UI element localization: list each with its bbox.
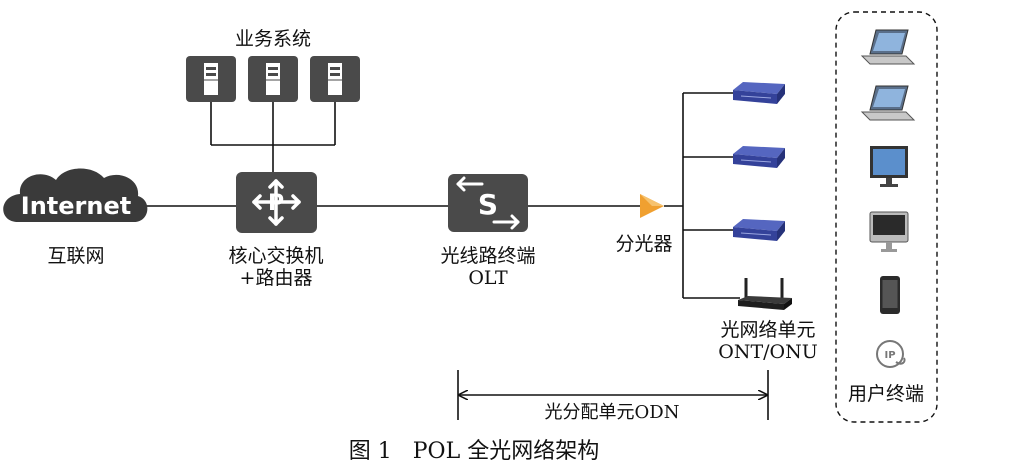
server-icon [248,56,298,102]
olt-label-line1: 光线路终端 [440,245,535,267]
internet-label: 互联网 [47,245,104,267]
business-systems-label: 业务系统 [235,28,311,50]
internet-cloud-icon: Internet [3,168,148,222]
server-icon [186,56,236,102]
core-switch-label-line2: +路由器 [240,267,313,289]
svg-text:S: S [478,188,498,221]
optical-splitter-icon [640,194,664,218]
user-terminals-box [835,11,938,423]
user-terminals-label: 用户终端 [848,383,924,405]
ip-phone-icon: IP [876,340,906,368]
tablet-icon [880,276,900,314]
laptop-icon [860,85,916,121]
ont-label-line1: 光网络单元 [720,319,815,341]
desktop-monitor-icon [870,146,908,187]
figure-caption: 图 1 POL 全光网络架构 [349,439,599,464]
splitter-label: 分光器 [615,233,672,255]
ont-device-icon [733,82,785,104]
internet-cloud-text: Internet [21,192,131,220]
connection-lines [145,92,740,299]
imac-icon [869,211,909,252]
ont-label-line2: ONT/ONU [718,341,818,363]
olt-icon: S [448,174,528,232]
core-switch-label-line1: 核心交换机 [228,245,323,267]
laptop-icon [860,29,916,65]
svg-text:P: P [268,191,284,216]
ont-device-icon [733,219,785,241]
odn-label: 光分配单元ODN [545,402,680,423]
olt-label-line2: OLT [468,267,508,289]
svg-text:IP: IP [884,350,895,361]
server-icon [310,56,360,102]
router-switch-icon: P [236,172,317,233]
wireless-router-icon [738,278,792,310]
ont-device-icon [733,146,785,168]
